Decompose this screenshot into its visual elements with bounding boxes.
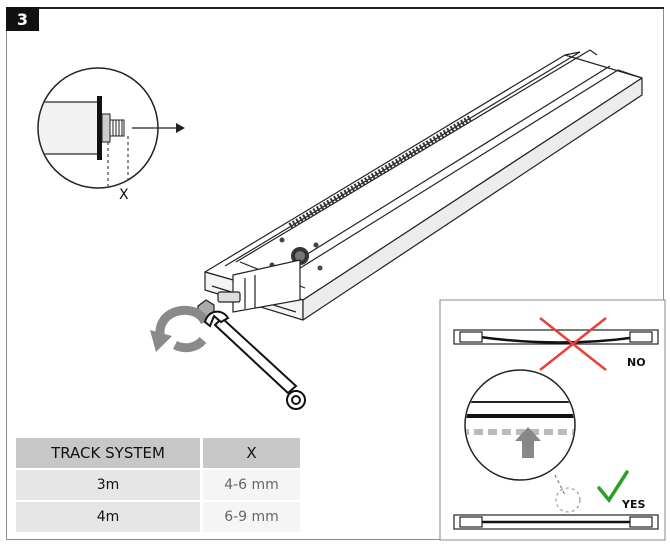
cell-track: 3m — [16, 470, 203, 500]
arrow-up-icon — [515, 427, 541, 458]
yes-label: YES — [622, 498, 646, 511]
rack-teeth — [288, 115, 472, 229]
header-x: X — [203, 438, 300, 468]
table-row: 4m 6-9 mm — [16, 502, 300, 532]
check-icon — [597, 470, 629, 503]
table-header-row: TRACK SYSTEM X — [16, 438, 300, 468]
header-track-system: TRACK SYSTEM — [16, 438, 203, 468]
dimension-x-label: X — [119, 187, 129, 203]
wrench-icon — [203, 310, 306, 410]
table-row: 3m 4-6 mm — [16, 470, 300, 500]
rotate-arrow-icon — [150, 305, 210, 353]
cell-x: 4-6 mm — [203, 470, 300, 500]
top-rule — [6, 7, 664, 9]
track-rail — [204, 49, 643, 321]
step-number-badge: 3 — [6, 7, 39, 31]
alignment-panel — [439, 299, 666, 541]
bolt-detail-callout — [37, 67, 185, 189]
magnifier-callout — [464, 369, 581, 513]
cross-icon — [539, 317, 607, 371]
cell-track: 4m — [16, 502, 203, 532]
track-spec-table: TRACK SYSTEM X 3m 4-6 mm 4m 6-9 mm — [16, 436, 300, 534]
no-label: NO — [627, 356, 646, 369]
cell-x: 6-9 mm — [203, 502, 300, 532]
straight-rail — [453, 514, 659, 530]
